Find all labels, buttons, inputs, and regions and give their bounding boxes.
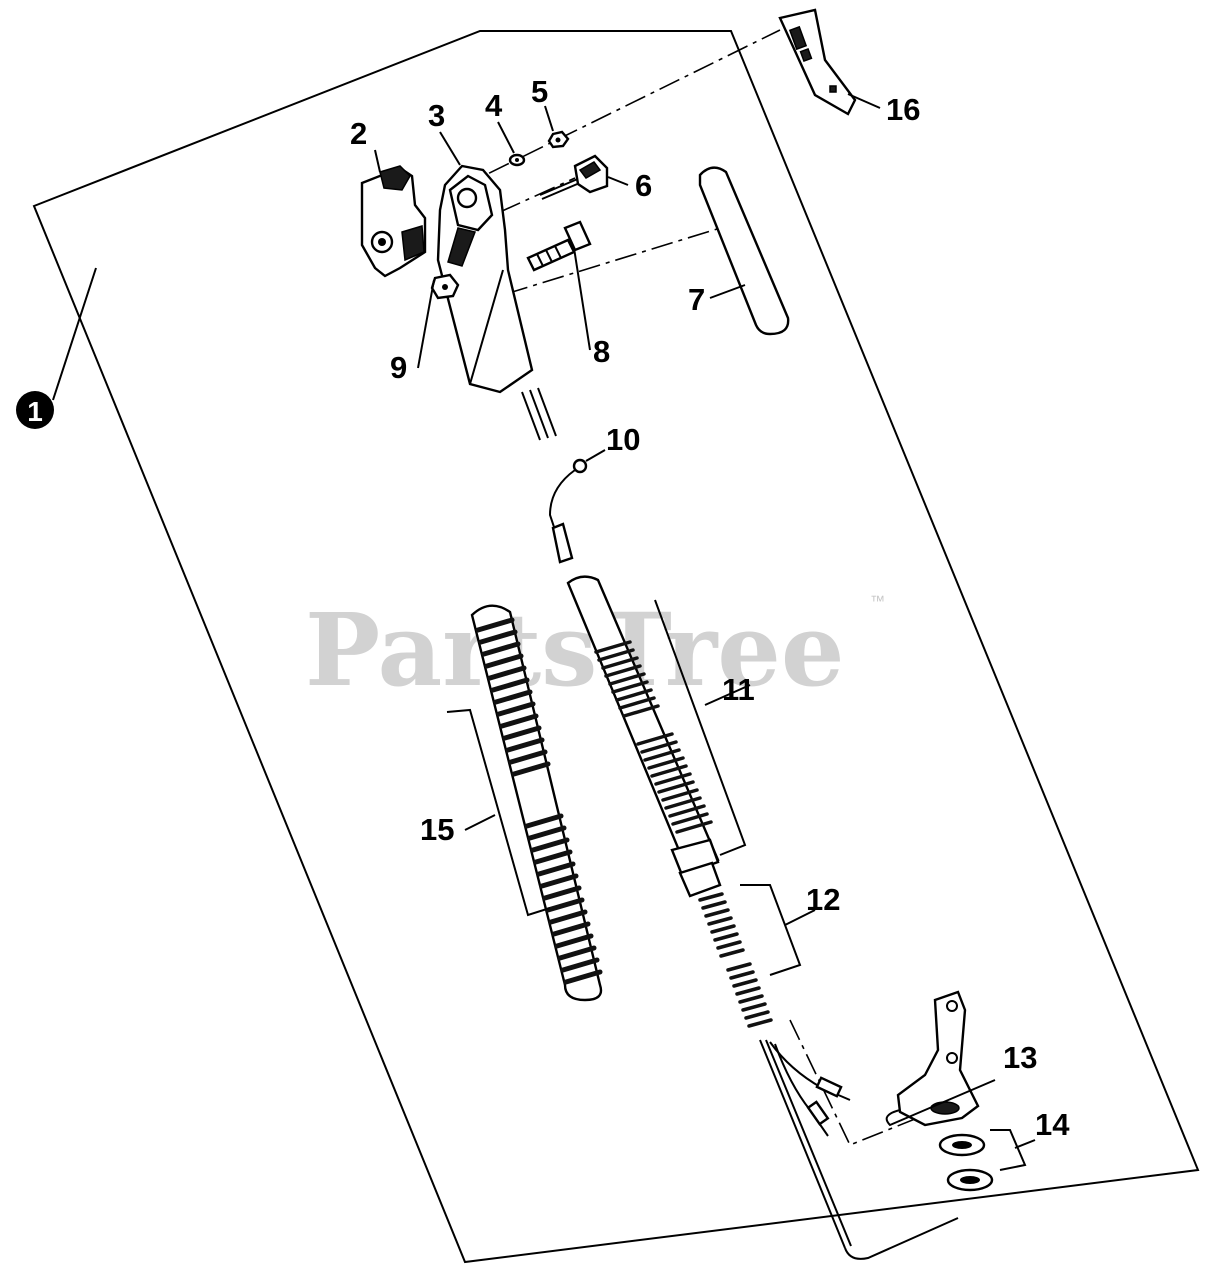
assembly-callout-badge bbox=[16, 391, 54, 429]
label-7: 7 bbox=[688, 282, 705, 317]
label-9: 9 bbox=[390, 350, 407, 385]
label-6: 6 bbox=[635, 168, 652, 203]
wire-harness bbox=[759, 1039, 959, 1260]
drive-shaft-tube-part[interactable] bbox=[566, 575, 722, 898]
part-labels: 2 3 4 5 6 7 8 9 10 11 12 13 14 15 16 bbox=[350, 74, 1070, 1142]
label-5: 5 bbox=[531, 74, 548, 109]
handle-housing-part[interactable] bbox=[436, 164, 534, 394]
assembly-boundary bbox=[32, 30, 1200, 1264]
watermark-trademark: ™ bbox=[870, 593, 885, 610]
bracket-nuts-part[interactable] bbox=[938, 1133, 994, 1192]
stop-switch-part[interactable] bbox=[539, 154, 609, 200]
protective-sleeve-part[interactable] bbox=[470, 604, 603, 1002]
label-decal-part[interactable] bbox=[778, 8, 857, 116]
label-2: 2 bbox=[350, 116, 367, 151]
label-11: 11 bbox=[722, 672, 755, 707]
throttle-trigger-part[interactable] bbox=[360, 165, 427, 278]
cable-stub bbox=[521, 387, 557, 441]
flex-shaft-part[interactable] bbox=[698, 892, 773, 1028]
alignment-lines bbox=[454, 29, 951, 1147]
label-16: 16 bbox=[886, 92, 920, 127]
throttle-cable-part[interactable] bbox=[548, 458, 588, 564]
small-nut-part[interactable] bbox=[547, 130, 570, 149]
label-8: 8 bbox=[593, 334, 610, 369]
label-13: 13 bbox=[1003, 1040, 1037, 1075]
label-15: 15 bbox=[420, 812, 454, 847]
label-14: 14 bbox=[1035, 1107, 1070, 1142]
assembly-callout-number: 1 bbox=[27, 396, 43, 427]
watermark: PartsTree bbox=[305, 591, 845, 709]
assembly-callout[interactable]: 1 bbox=[16, 267, 97, 429]
bolt-part[interactable] bbox=[526, 220, 592, 272]
leader-lines bbox=[374, 93, 1036, 1171]
label-10: 10 bbox=[606, 422, 640, 457]
label-12: 12 bbox=[806, 882, 840, 917]
assembly-leader bbox=[52, 267, 97, 401]
washer-part[interactable] bbox=[508, 153, 526, 167]
label-4: 4 bbox=[485, 88, 503, 123]
label-3: 3 bbox=[428, 98, 445, 133]
grip-sleeve-part[interactable] bbox=[698, 166, 790, 336]
hex-nut-part[interactable] bbox=[430, 273, 460, 300]
